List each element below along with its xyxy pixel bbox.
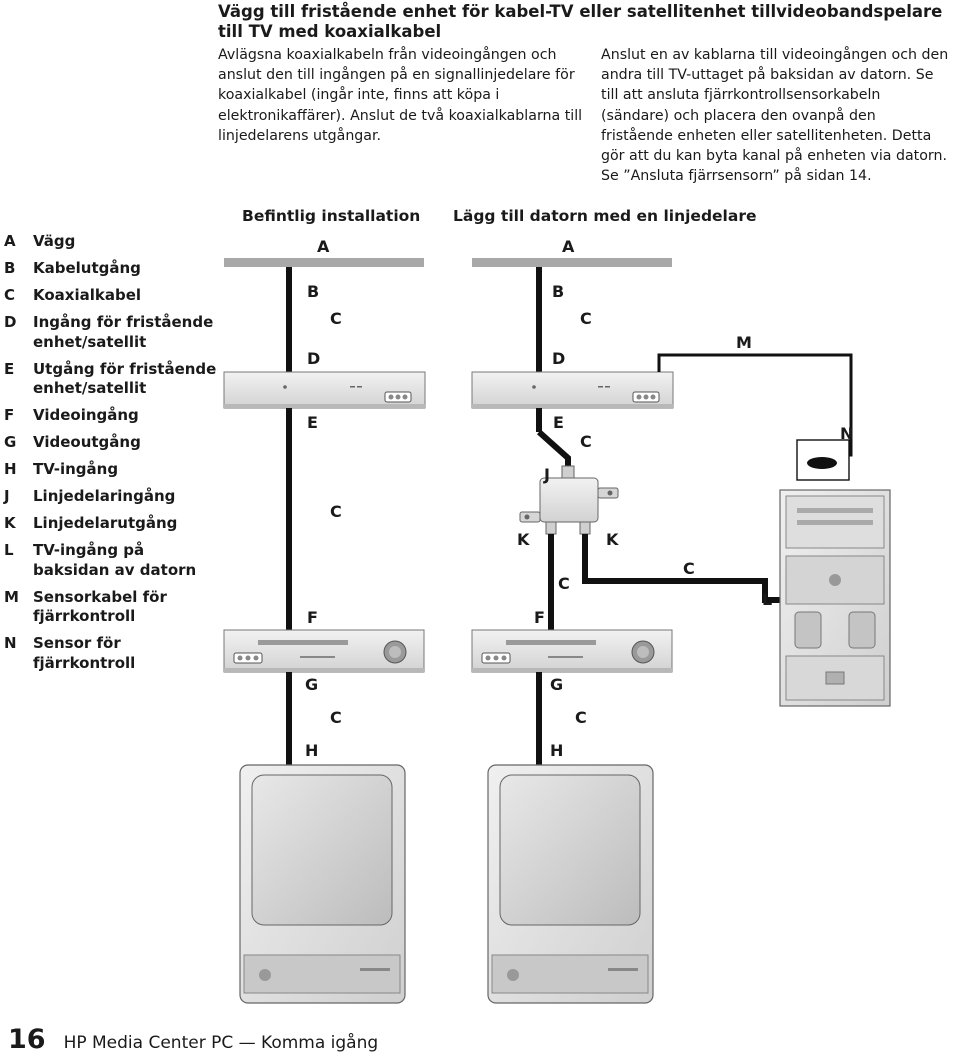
existing-installation-diagram: A B C D E C F G C H [223,237,426,1004]
legend-label: Videoingång [33,406,139,424]
label-c: C [330,708,342,727]
label-d: D [307,349,320,368]
legend-item: G Videoutgång [4,433,218,453]
label-c: C [580,309,592,328]
splitter-installation-diagram: A B C D M E C N J K K C C L F G C H [471,237,891,1004]
label-e: E [307,413,318,432]
label-b: B [552,282,564,301]
legend-item: B Kabelutgång [4,259,218,279]
legend-key: F [4,406,15,424]
legend-key: H [4,460,17,478]
label-c: C [683,559,695,578]
legend-key: C [4,286,16,304]
diagram-heading-existing: Befintlig installation [242,207,421,225]
instruction-paragraph-left: Avlägsna koaxialkabeln från videoingånge… [218,47,583,144]
set-top-box [471,371,674,409]
page-footer: 16 HP Media Center PC — Komma igång [8,1024,378,1055]
legend-item: A Vägg [4,232,218,252]
footer-text: HP Media Center PC — Komma igång [63,1033,379,1053]
legend-label: Linjedelarutgång [33,514,178,532]
legend-label: Ingång för fristående enhet/satellit [33,313,214,351]
instruction-paragraph-right: Anslut en av kablarna till videoingången… [601,47,949,185]
page-number: 16 [8,1024,46,1055]
legend-key: J [4,487,10,505]
legend-item: L TV-ingång på baksidan av datorn [4,541,218,580]
tv-set [239,764,406,1004]
label-a: A [317,237,330,256]
line-splitter [519,465,619,535]
label-b: B [307,282,319,301]
label-f: F [307,608,318,627]
legend-label: Utgång för fristående enhet/satellit [33,359,217,398]
legend-label: Videoutgång [33,433,141,451]
legend-key: N [4,634,17,652]
label-c: C [330,309,342,328]
label-k: K [517,530,530,549]
remote-sensor [796,439,850,481]
legend-label: TV-ingång [33,460,119,478]
pc-tower [779,489,891,707]
vcr-device [471,629,673,673]
label-e: E [553,413,564,432]
legend-item: E Utgång för fristående enhet/satellit [4,360,218,399]
label-g: G [550,675,563,694]
label-c: C [580,432,592,451]
label-c: C [558,574,570,593]
label-f: F [534,608,545,627]
legend-item: C Koaxialkabel [4,286,218,306]
label-h: H [550,741,563,760]
legend-key: A [4,232,16,250]
label-a: A [562,237,575,256]
legend-label: TV-ingång på baksidan av datorn [33,541,197,579]
label-c: C [575,708,587,727]
legend-item: M Sensorkabel för fjärrkontroll [4,588,218,627]
legend-key: B [4,259,16,277]
legend-item: F Videoingång [4,406,218,426]
legend-key: G [4,433,17,451]
legend-list: A Vägg B Kabelutgång C Koaxialkabel D Ingång… [4,232,218,681]
legend-key: M [4,587,19,606]
legend-key: E [4,359,15,378]
legend-key: D [4,313,17,331]
legend-key: K [4,514,16,532]
tv-set [487,764,654,1004]
wall-plate [224,258,424,267]
legend-label: Vägg [33,232,76,250]
label-g: G [305,675,318,694]
label-m: M [736,333,752,352]
legend-label: Koaxialkabel [33,286,142,304]
label-n: N [840,424,853,443]
page-title: Vägg till fristående enhet för kabel-TV … [218,2,943,41]
legend-key: L [4,541,14,559]
legend-item: H TV-ingång [4,460,218,480]
legend-item: K Linjedelarutgång [4,514,218,534]
coax-cable [582,534,780,603]
vcr-device [223,629,425,673]
legend-label: Sensor för fjärrkontroll [33,634,136,672]
label-h: H [305,741,318,760]
legend-label: Kabelutgång [33,259,141,277]
legend-label: Sensorkabel för fjärrkontroll [33,587,167,626]
label-j: J [543,465,550,484]
legend-item: J Linjedelaringång [4,487,218,507]
set-top-box [223,371,426,409]
legend-item: N Sensor för fjärrkontroll [4,634,218,673]
label-l: L [762,590,772,609]
legend-item: D Ingång för fristående enhet/satellit [4,313,218,352]
label-d: D [552,349,565,368]
diagram-heading-new: Lägg till datorn med en linjedelare [453,207,757,225]
label-k: K [606,530,619,549]
wall-plate [472,258,672,267]
legend-label: Linjedelaringång [33,487,176,505]
label-c: C [330,502,342,521]
